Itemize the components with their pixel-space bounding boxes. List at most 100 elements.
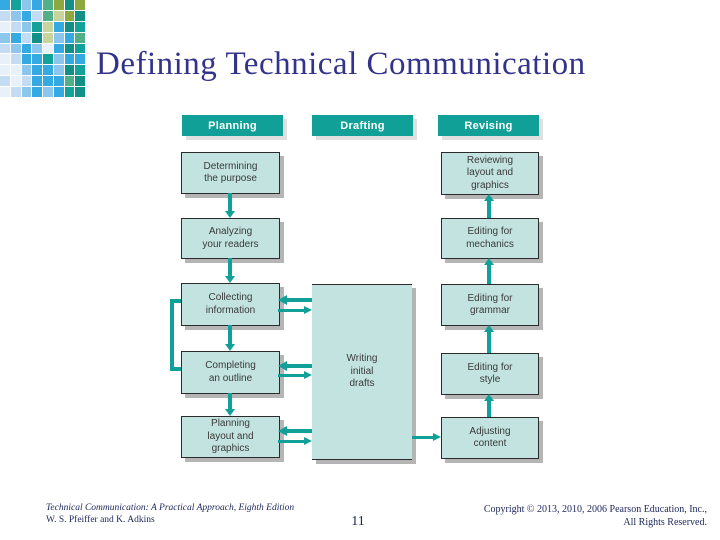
flow-box-label: Completing an outline — [205, 360, 256, 384]
mosaic-cell — [10, 87, 21, 97]
mosaic-cell — [21, 32, 32, 43]
mosaic-cell — [0, 54, 10, 65]
mosaic-cell — [0, 87, 10, 97]
flow-box-label: Determining the purpose — [203, 160, 258, 185]
mosaic-cell — [53, 32, 64, 43]
mosaic-cell — [21, 54, 32, 65]
mosaic-cell — [0, 10, 10, 21]
mosaic-cell — [0, 0, 10, 10]
page-title: Defining Technical Communication — [96, 46, 586, 83]
column-header-planning: Planning — [182, 115, 283, 136]
mosaic-cell — [43, 0, 53, 10]
footer-credits: Technical Communication: A Practical App… — [46, 502, 376, 526]
mosaic-cell — [53, 43, 64, 54]
flow-box-collecting-information: Collecting information — [181, 283, 280, 326]
page-number: 11 — [351, 514, 365, 529]
mosaic-cell — [21, 10, 32, 21]
down-arrow-icon — [225, 193, 235, 218]
mosaic-cell — [64, 54, 75, 65]
mosaic-cell — [53, 0, 64, 10]
flow-box-completing-outline: Completing an outline — [181, 351, 280, 394]
mosaic-cell — [10, 54, 21, 65]
copyright-line-2: All Rights Reserved. — [623, 516, 707, 528]
right-arrow-icon — [278, 306, 312, 314]
flow-box-label: Adjusting content — [469, 425, 511, 450]
mosaic-cell — [32, 76, 42, 87]
mosaic-cell — [32, 54, 42, 65]
left-arrow-icon — [278, 361, 312, 371]
right-arrow-icon — [412, 433, 441, 441]
column-header-drafting: Drafting — [312, 115, 413, 136]
down-arrow-icon — [225, 393, 235, 416]
mosaic-cell — [75, 0, 85, 10]
loop-connector — [170, 299, 181, 371]
mosaic-cell — [64, 87, 75, 97]
mosaic-cell — [32, 10, 42, 21]
column-header-revising: Revising — [438, 115, 539, 136]
flow-box-label: Writing initial drafts — [346, 353, 378, 390]
book-title: Technical Communication: A Practical App… — [46, 503, 295, 513]
mosaic-cell — [64, 65, 75, 76]
mosaic-cell — [10, 32, 21, 43]
mosaic-cell — [32, 65, 42, 76]
flow-box-label: Editing for grammar — [467, 292, 513, 317]
mosaic-cell — [0, 43, 10, 54]
mosaic-cell — [43, 65, 53, 76]
mosaic-cell — [21, 0, 32, 10]
flow-box-editing-grammar: Editing for grammar — [441, 284, 539, 326]
mosaic-cell — [10, 10, 21, 21]
left-arrow-icon — [278, 295, 312, 305]
flow-box-label: Collecting information — [205, 292, 256, 316]
mosaic-cell — [64, 21, 75, 32]
mosaic-cell — [32, 0, 42, 10]
mosaic-cell — [75, 21, 85, 32]
mosaic-cell — [21, 87, 32, 97]
mosaic-cell — [0, 76, 10, 87]
flow-box-label: Analyzing your readers — [202, 226, 259, 250]
mosaic-cell — [21, 21, 32, 32]
mosaic-cell — [75, 10, 85, 21]
down-arrow-icon — [225, 325, 235, 351]
flow-box-label: Reviewing layout and graphics — [466, 154, 514, 191]
flow-box-label: Editing for mechanics — [466, 226, 514, 250]
mosaic-cell — [75, 76, 85, 87]
mosaic-cell — [32, 32, 42, 43]
mosaic-cell — [21, 76, 32, 87]
mosaic-cell — [53, 65, 64, 76]
mosaic-cell — [43, 54, 53, 65]
flow-box-determining-purpose: Determining the purpose — [181, 152, 280, 194]
mosaic-cell — [64, 43, 75, 54]
mosaic-cell — [21, 65, 32, 76]
flow-box-editing-style: Editing for style — [441, 353, 539, 395]
flow-box-reviewing-layout: Reviewing layout and graphics — [441, 152, 539, 195]
book-authors: W. S. Pfeiffer and K. Adkins — [46, 515, 155, 525]
up-arrow-icon — [484, 394, 494, 417]
mosaic-cell — [75, 87, 85, 97]
up-arrow-icon — [484, 194, 494, 218]
flow-box-analyzing-readers: Analyzing your readers — [181, 218, 280, 259]
flow-box-label: Editing for style — [467, 361, 513, 386]
mosaic-cell — [43, 76, 53, 87]
mosaic-cell — [10, 0, 21, 10]
mosaic-cell — [64, 32, 75, 43]
mosaic-cell — [32, 43, 42, 54]
flow-box-adjusting-content: Adjusting content — [441, 417, 539, 459]
mosaic-cell — [75, 43, 85, 54]
mosaic-cell — [53, 76, 64, 87]
mosaic-cell — [64, 76, 75, 87]
right-arrow-icon — [278, 371, 312, 379]
flow-box-writing-initial-drafts: Writing initial drafts — [312, 284, 412, 460]
mosaic-cell — [0, 21, 10, 32]
mosaic-cell — [10, 43, 21, 54]
mosaic-cell — [75, 65, 85, 76]
mosaic-cell — [43, 21, 53, 32]
mosaic-cell — [43, 87, 53, 97]
mosaic-cell — [75, 54, 85, 65]
up-arrow-icon — [484, 258, 494, 284]
mosaic-cell — [0, 65, 10, 76]
mosaic-cell — [43, 32, 53, 43]
mosaic-cell — [53, 87, 64, 97]
mosaic-cell — [43, 43, 53, 54]
mosaic-cell — [32, 87, 42, 97]
